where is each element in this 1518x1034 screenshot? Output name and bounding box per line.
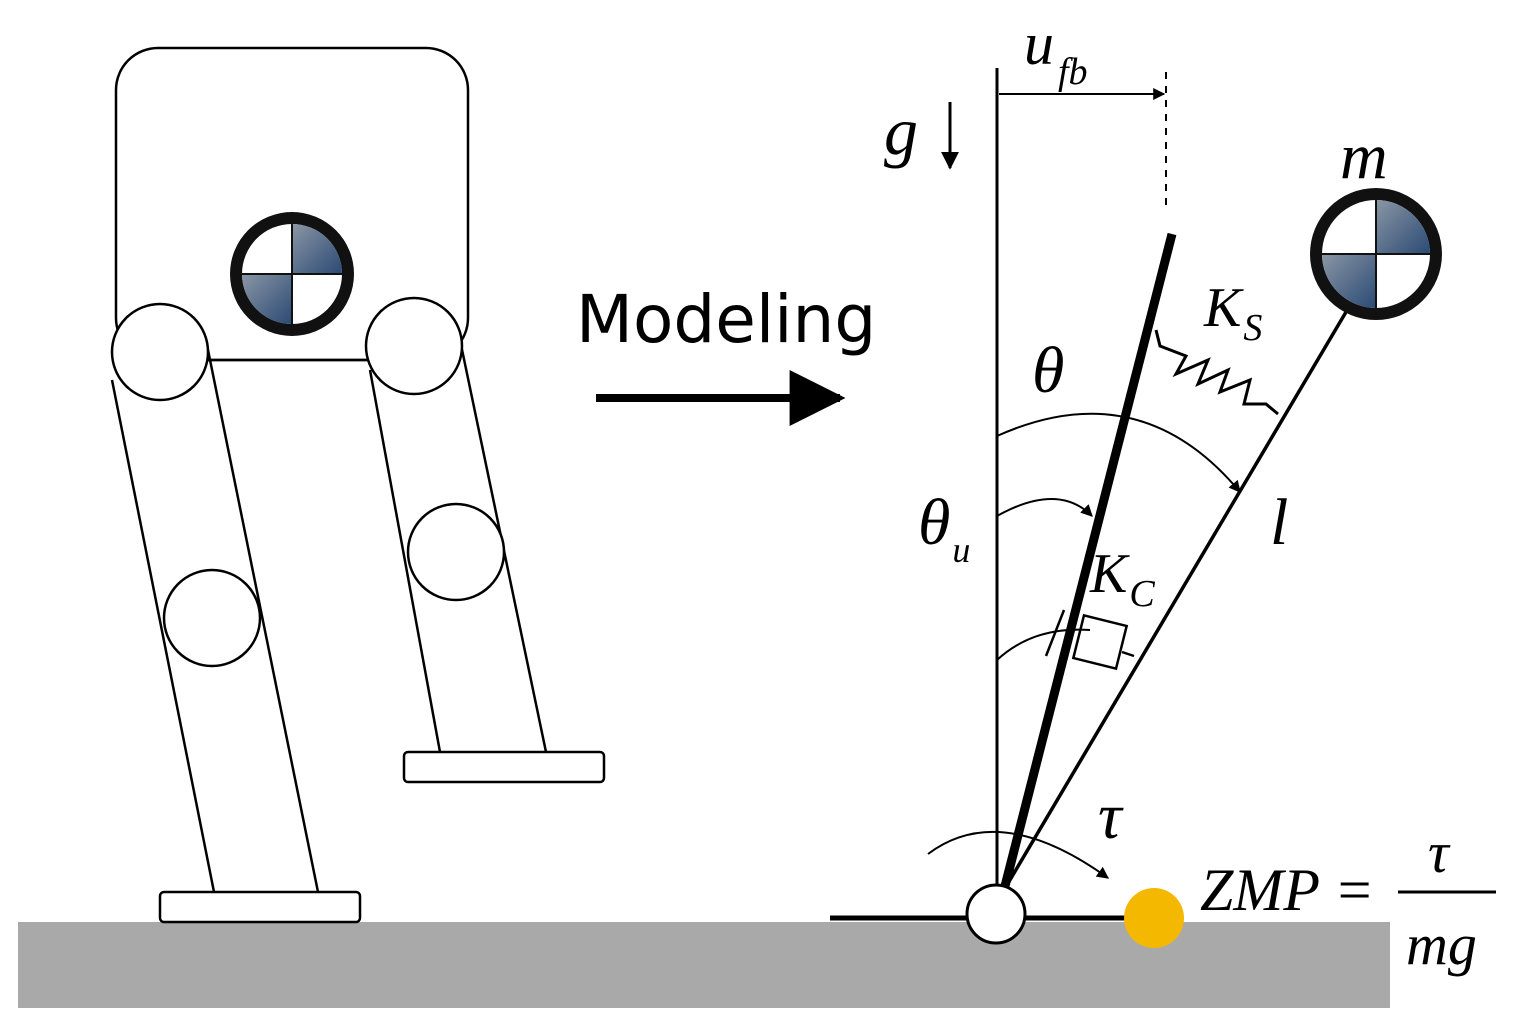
right-knee-joint: [406, 502, 506, 602]
zmp-point: [1124, 888, 1184, 948]
length-label: l: [1270, 486, 1288, 559]
ks-label: KS: [1203, 277, 1262, 349]
left-knee-joint: [162, 568, 262, 668]
left-leg: [110, 302, 362, 924]
theta-arc: [996, 412, 1241, 493]
zmp-formula-denominator: mg: [1406, 912, 1477, 977]
pendulum-rod: [1002, 311, 1348, 891]
biped-robot: [110, 46, 606, 924]
zmp-formula-lhs: ZMP =: [1200, 857, 1374, 923]
mass-com-symbol: [1310, 188, 1442, 320]
left-hip-joint: [110, 302, 210, 402]
upper-body-link: [999, 232, 1177, 892]
mass-label: m: [1340, 120, 1388, 193]
modeling-label: Modeling: [576, 281, 876, 358]
kc-damper: [996, 609, 1135, 671]
robot-com-symbol: [230, 212, 354, 336]
tau-arc: [927, 830, 1109, 879]
right-leg: [364, 296, 606, 784]
ks-spring: [1154, 329, 1279, 416]
theta-label: θ: [1032, 334, 1064, 407]
gravity-label: g: [884, 93, 918, 169]
ground: [18, 922, 1390, 1008]
right-foot: [402, 750, 606, 784]
zmp-formula-numerator: τ: [1428, 820, 1451, 885]
theta-u-arc: [996, 498, 1093, 517]
right-hip-joint: [364, 296, 464, 396]
kc-label: KC: [1089, 543, 1155, 615]
theta-u-label: θu: [918, 486, 970, 570]
ankle-joint: [965, 883, 1027, 945]
tau-label: τ: [1098, 780, 1124, 853]
left-foot: [158, 890, 362, 924]
zmp-formula: ZMP = τ mg: [1200, 820, 1496, 977]
